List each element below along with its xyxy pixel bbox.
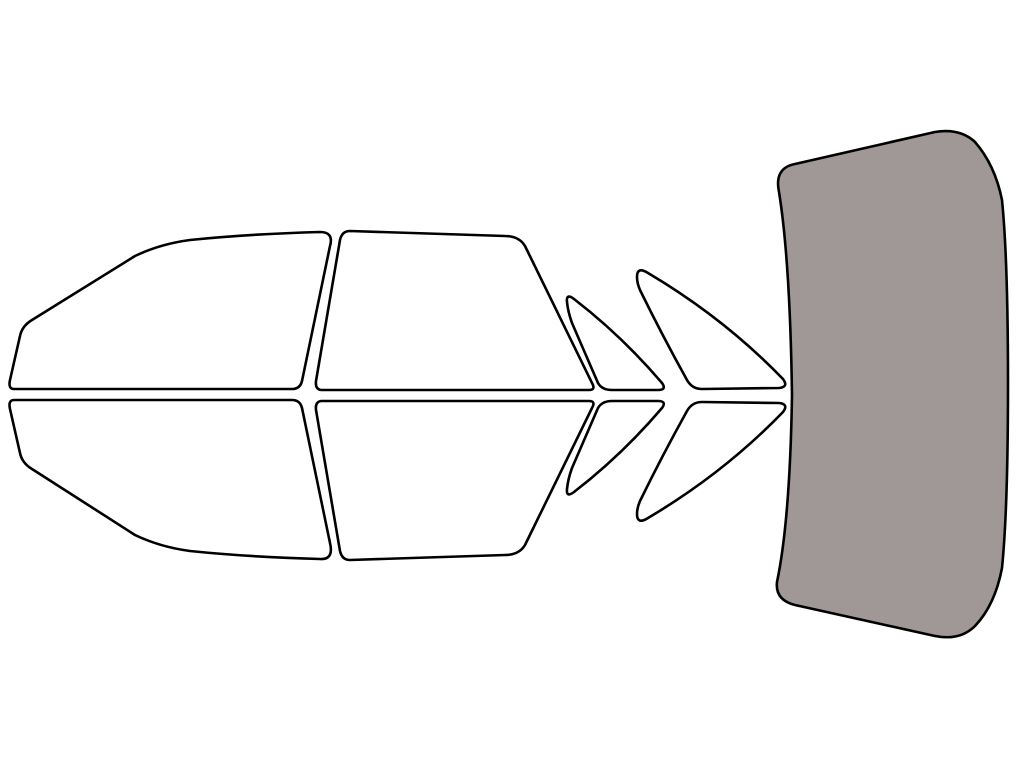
quarter-window-large-top[interactable]	[635, 268, 787, 391]
quarter-window-small-bottom[interactable]	[565, 399, 666, 496]
front-door-window-bottom[interactable]	[8, 398, 333, 561]
rear-windshield[interactable]	[775, 129, 1010, 639]
quarter-window-small-top[interactable]	[565, 295, 666, 392]
front-door-window-top[interactable]	[8, 230, 333, 391]
quarter-window-large-bottom[interactable]	[635, 400, 787, 523]
rear-door-window-top[interactable]	[314, 229, 595, 392]
rear-door-window-bottom[interactable]	[314, 399, 595, 562]
